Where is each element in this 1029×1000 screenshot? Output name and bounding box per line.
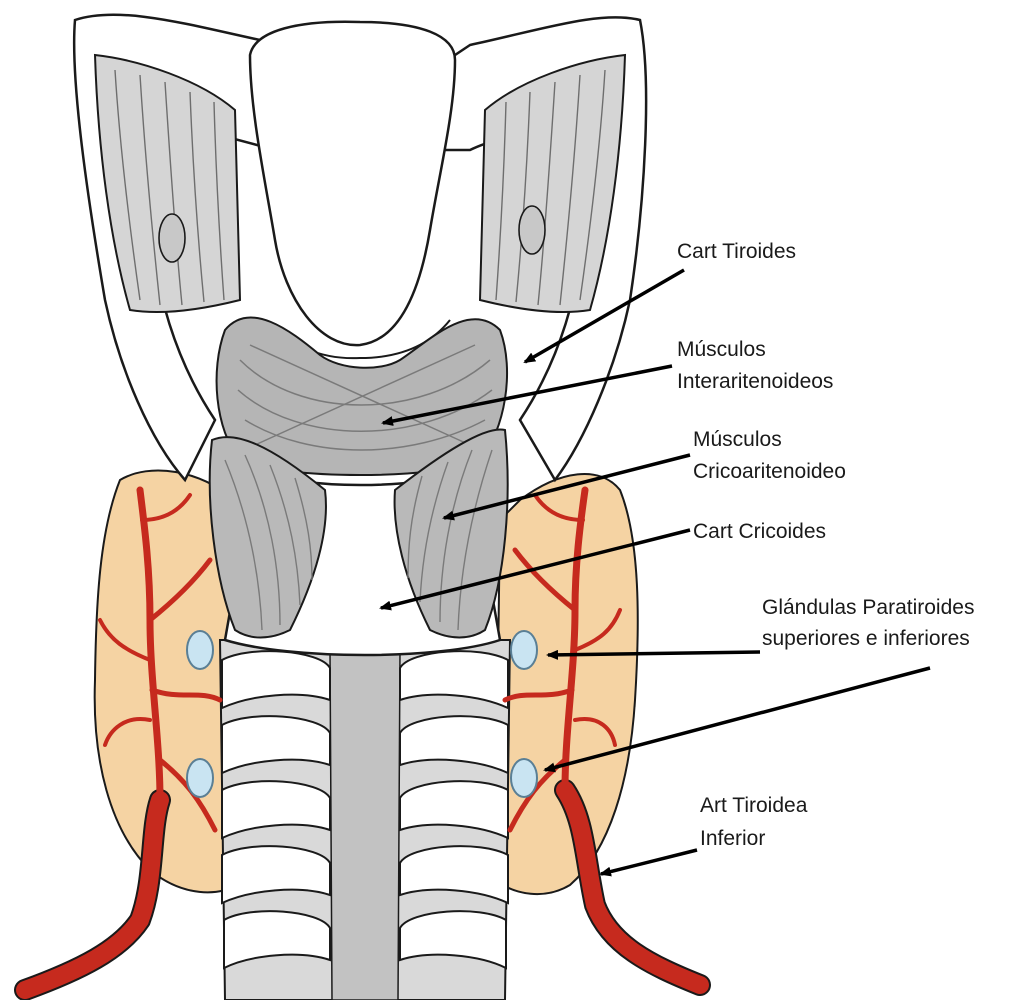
- parathyroid-superior-left: [187, 631, 213, 669]
- label-musculos-cricoaritenoideo-line1: Músculos: [693, 428, 782, 451]
- label-musculos-cricoaritenoideo-line2: Cricoaritenoideo: [693, 460, 846, 483]
- label-musculos-interaritenoideos-line2: Interaritenoideos: [677, 370, 833, 393]
- parathyroid-inferior-left: [187, 759, 213, 797]
- label-glandulas-paratiroides-line1: Glándulas Paratiroides: [762, 596, 974, 619]
- label-art-tiroidea-line2: Inferior: [700, 827, 765, 850]
- label-glandulas-paratiroides-line2: superiores e inferiores: [762, 627, 970, 650]
- parathyroid-superior-right: [511, 631, 537, 669]
- trachea-membrane: [330, 650, 400, 1000]
- thyroid-lamina-right-foramen: [519, 206, 545, 254]
- label-musculos-interaritenoideos-line1: Músculos: [677, 338, 766, 361]
- thyroid-lamina-left-foramen: [159, 214, 185, 262]
- label-cart-tiroides: Cart Tiroides: [677, 240, 796, 263]
- arrow-art-tiroidea: [601, 850, 697, 874]
- label-art-tiroidea-line1: Art Tiroidea: [700, 794, 808, 817]
- label-cart-cricoides: Cart Cricoides: [693, 520, 826, 543]
- epiglottis: [250, 22, 455, 345]
- parathyroid-inferior-right: [511, 759, 537, 797]
